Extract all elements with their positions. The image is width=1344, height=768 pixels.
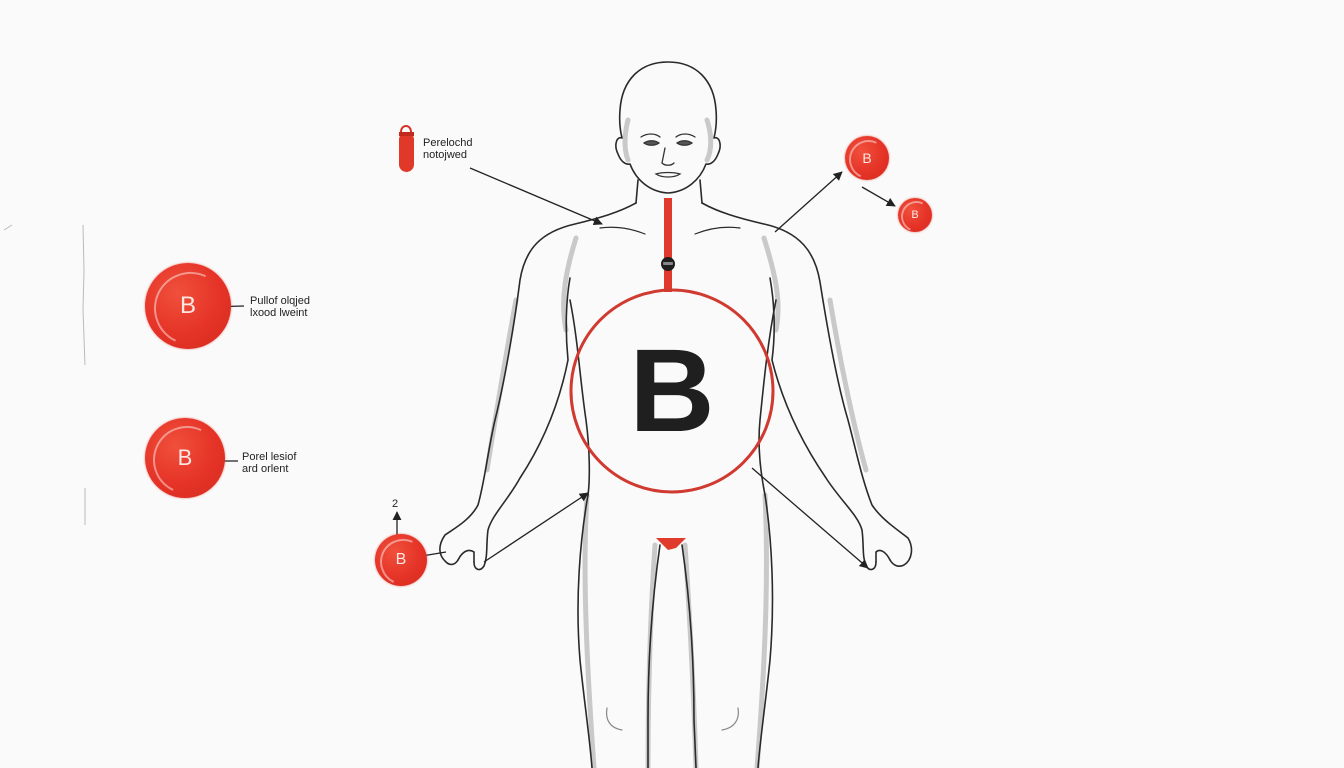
badge-number-marker: 2 — [392, 498, 399, 510]
central-letter: B — [629, 325, 715, 457]
body-outline — [439, 61, 913, 768]
arrow-badge-to-badge — [861, 186, 896, 207]
edge-marks — [3, 224, 86, 525]
groin-mark — [656, 538, 686, 550]
arrow-vial-to-shoulder — [469, 167, 603, 225]
badge-letter: B — [177, 445, 193, 470]
left-top-badge-label: Pullof olqjed lxood lweint — [250, 295, 310, 319]
vial-label-line1: Perelochd — [423, 137, 473, 149]
badge-left-middle: B — [145, 418, 225, 498]
vial-label: Perelochd notojwed — [423, 137, 473, 161]
left-top-badge-label-line2: lxood lweint — [250, 307, 308, 319]
arrows — [200, 167, 896, 569]
arrow-hand-to-hip — [483, 492, 589, 563]
badge-left-top: B — [145, 263, 231, 349]
badge-letter: B — [395, 551, 407, 568]
left-middle-badge-label-line2: ard orlent — [242, 463, 289, 475]
test-tube-icon — [399, 125, 414, 172]
left-middle-badge-label: Porel lesiof ard orlent — [242, 451, 296, 475]
body-shading — [484, 117, 869, 768]
central-ring — [569, 288, 775, 494]
arrow-shoulder-to-badge — [774, 171, 843, 233]
face — [640, 133, 696, 178]
badge-letter: B — [179, 292, 196, 319]
badge-right-upper: B — [845, 136, 889, 180]
badge-letter: B — [911, 209, 919, 221]
left-top-badge-label-line1: Pullof olqjed — [250, 295, 310, 307]
badge-right-lower: B — [898, 198, 932, 232]
node-icon — [661, 257, 675, 271]
arrow-hip-to-hand — [751, 467, 869, 569]
badge-left-hand: B — [375, 534, 427, 586]
left-middle-badge-label-line1: Porel lesiof — [242, 451, 297, 463]
vial-label-line2: notojwed — [423, 149, 468, 161]
badge-letter: B — [862, 150, 872, 166]
vessel-line — [664, 198, 672, 292]
